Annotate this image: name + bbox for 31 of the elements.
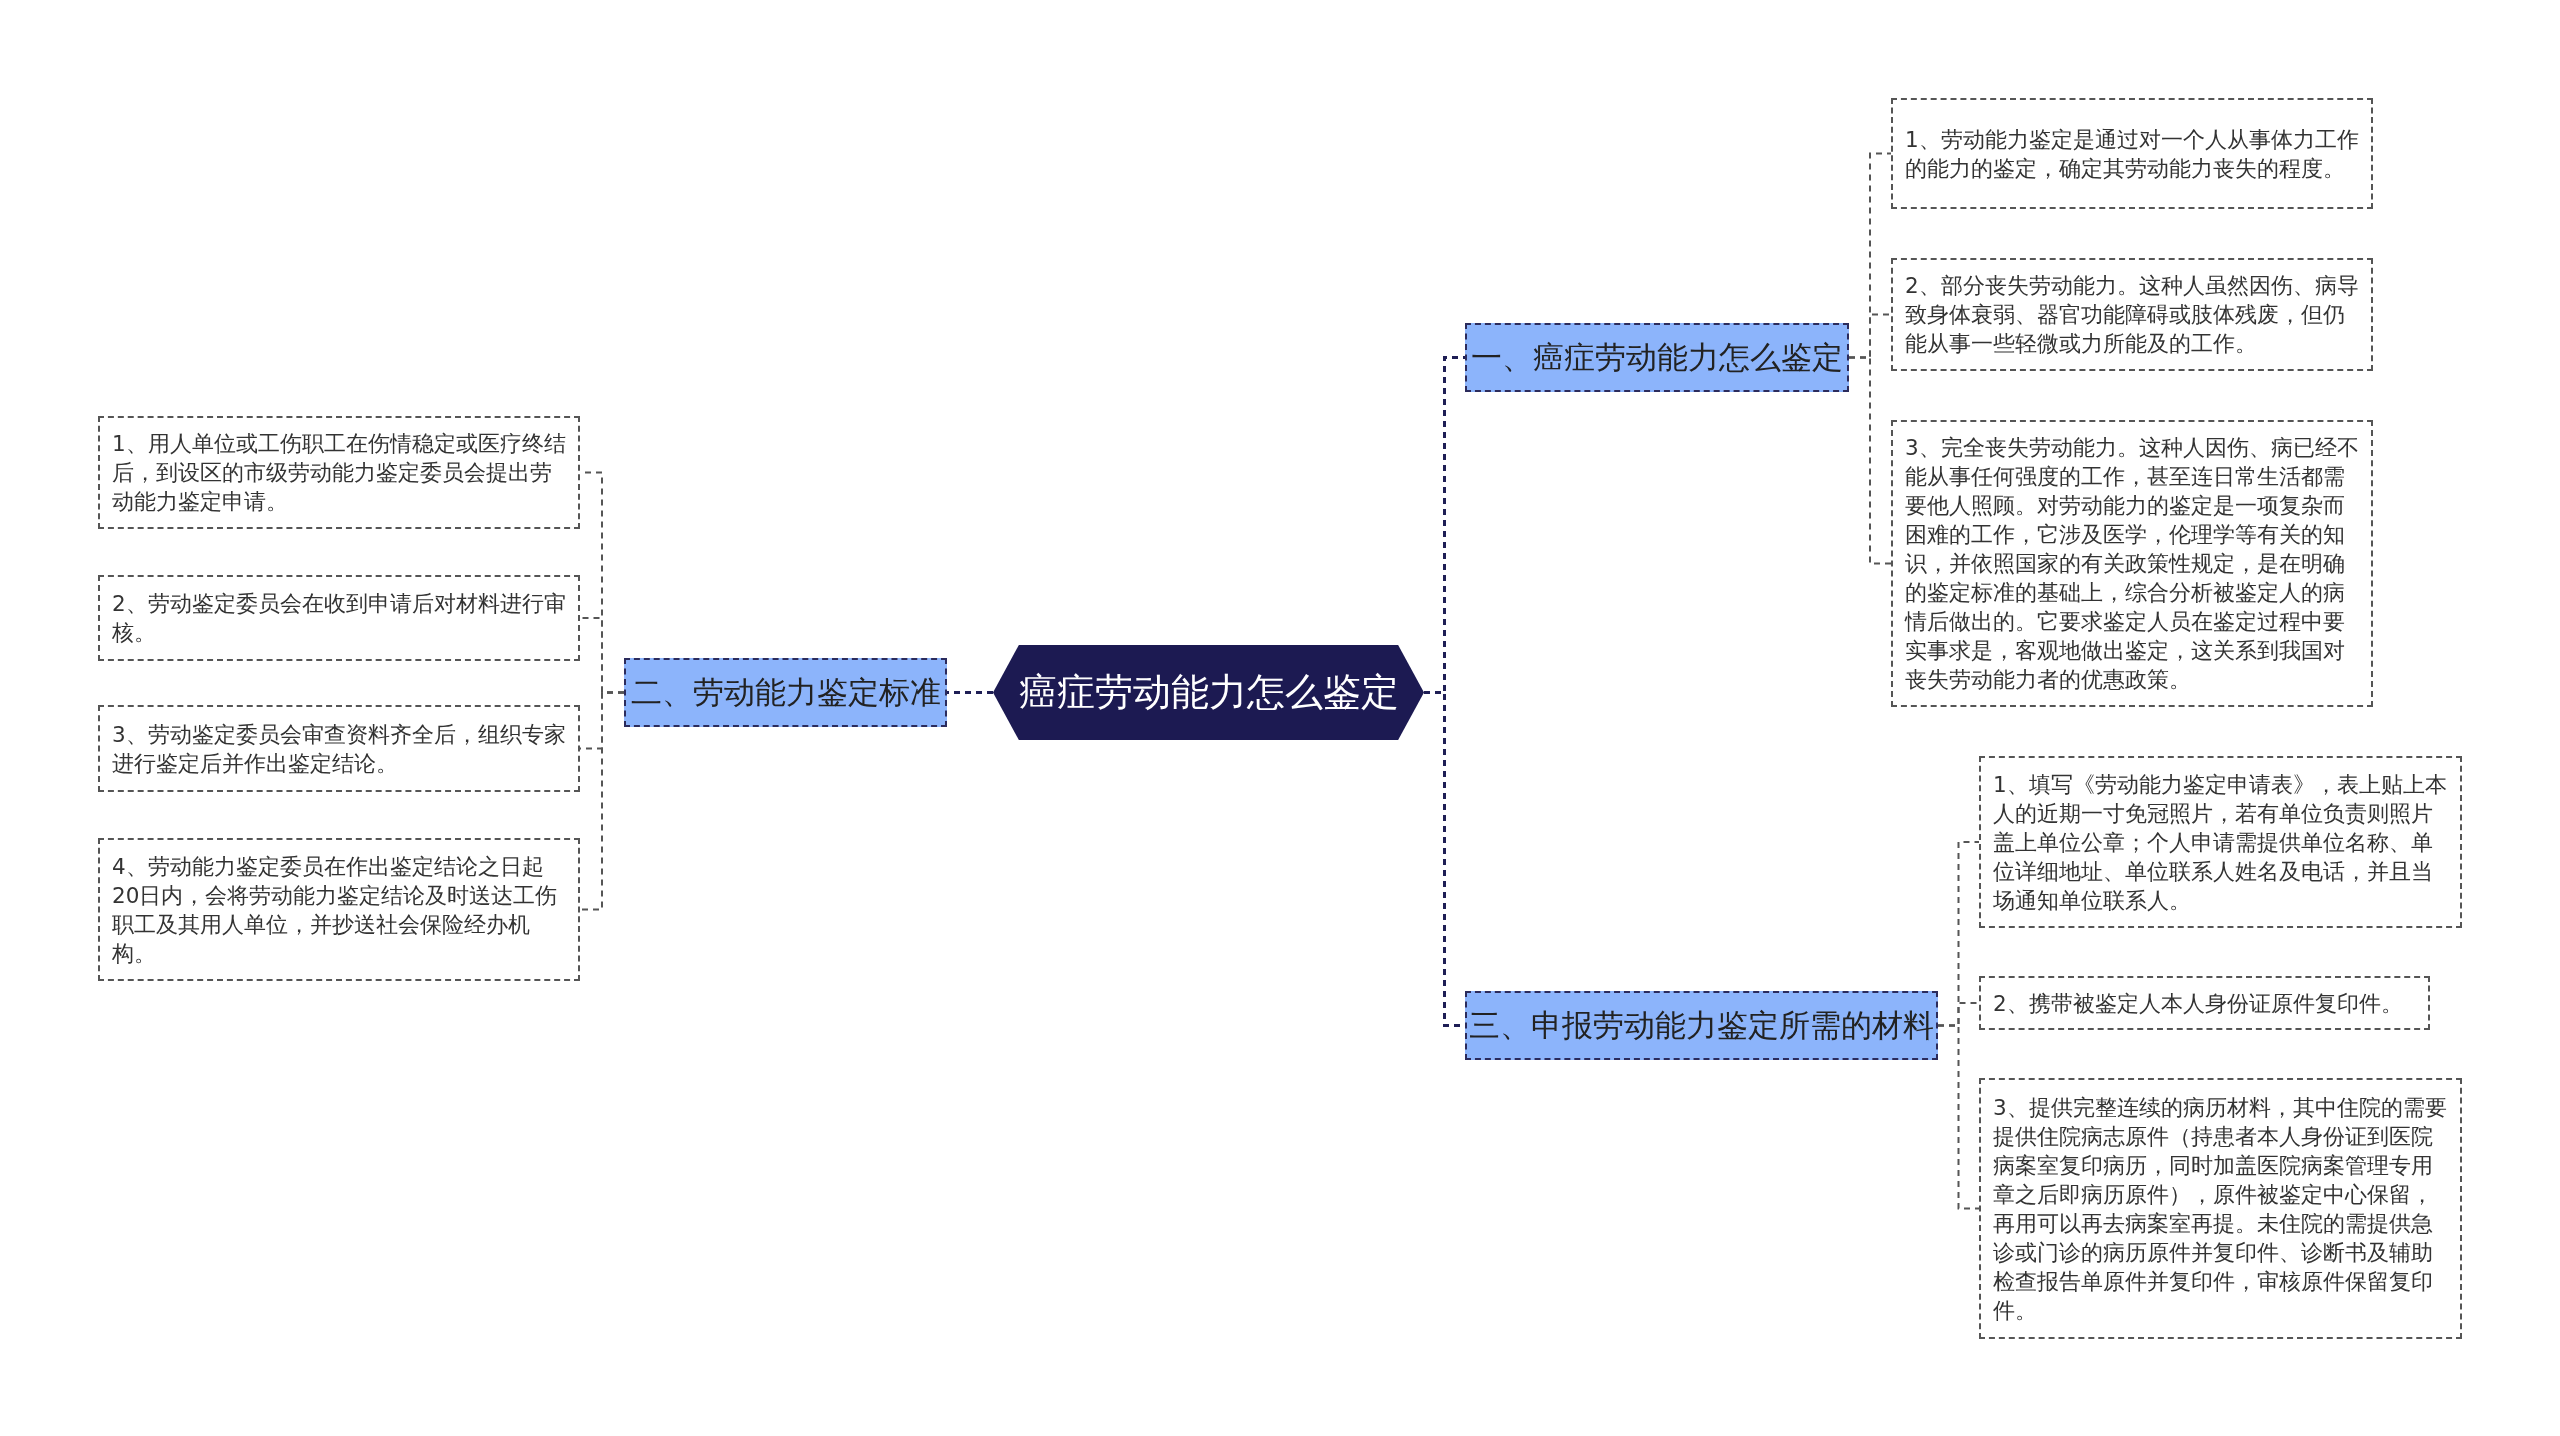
node-text: 1、填写《劳动能力鉴定申请表》，表上贴上本人的近期一寸免冠照片，若有单位负责则照片盖上单位公章；个人申请需提供单位名称、单位详细地址、单位联系人姓名及电话，并且当场通知单位联系人。 (1993, 770, 2448, 915)
node-text: 4、劳动能力鉴定委员在作出鉴定结论之日起20日内，会将劳动能力鉴定结论及时送达工伤职工及其用人单位，并抄送社会保险经办机构。 (112, 852, 559, 968)
branch-box (624, 658, 947, 727)
node-text: 2、劳动鉴定委员会在收到申请后对材料进行审核。 (112, 590, 566, 647)
connector-line (947, 691, 993, 694)
note-box (98, 838, 580, 981)
node-text: 3、提供完整连续的病历材料，其中住院的需要提供住院病志原件（持患者本人身份证到医院病案室复印病历，同时加盖医院病案管理专用章之后即病历原件），原件被鉴定中心保留，再用可以再去病案室再提。未住院的需提供急诊或门诊的病历原件并复印件、诊断书及辅助检查报告单原件并复印件，审核原件保留复印件。 (1993, 1093, 2448, 1325)
node-text: 3、完全丧失劳动能力。这种人因伤、病已经不能从事任何强度的工作，甚至连日常生活都需要他人照顾。对劳动能力的鉴定是一项复杂而困难的工作，它涉及医学，伦理学等有关的知识，并依照国家的有关政策性规定，是在明确的鉴定标准的基础上，综合分析被鉴定人的病情后做出的。它要求鉴定人员在鉴定过程中要实事求是，客观地做出鉴定，这关系到我国对丧失劳动能力者的优惠政策。 (1905, 434, 2359, 694)
note-box (1979, 976, 2430, 1030)
note-box (1979, 756, 2462, 928)
note-box (98, 416, 580, 529)
node-text: 一、癌症劳动能力怎么鉴定 (1471, 337, 1843, 377)
node-text: 3、劳动鉴定委员会审查资料齐全后，组织专家进行鉴定后并作出鉴定结论。 (112, 720, 566, 778)
connector-line (1848, 356, 1892, 565)
node-text: 1、劳动能力鉴定是通过对一个人从事体力工作的能力的鉴定，确定其劳动能力丧失的程度。 (1905, 125, 2359, 183)
node-text: 1、用人单位或工伤职工在伤情稳定或医疗终结后，到设区的市级劳动能力鉴定委员会提出劳动能力鉴定申请。 (112, 430, 566, 516)
topic-hexagon (993, 645, 1424, 740)
note-box (1891, 258, 2373, 371)
note-box (98, 575, 580, 661)
note-box (98, 705, 580, 792)
branch-box (1465, 323, 1849, 392)
connector-line (579, 691, 625, 911)
note-box (1891, 98, 2373, 209)
node-text: 三、申报劳动能力鉴定所需的材料 (1469, 1005, 1934, 1045)
node-text: 2、部分丧失劳动能力。这种人虽然因伤、病导致身体衰弱、器官功能障碍或肢体残废，但仍能从事一些轻微或力所能及的工作。 (1905, 272, 2359, 358)
connector-line (1937, 1024, 1980, 1210)
node-text: 二、劳动能力鉴定标准 (630, 672, 941, 712)
note-box (1979, 1078, 2462, 1339)
node-text: 癌症劳动能力怎么鉴定 (1018, 669, 1399, 716)
branch-box (1465, 991, 1938, 1060)
node-text: 2、携带被鉴定人本人身份证原件复印件。 (1993, 989, 2403, 1018)
